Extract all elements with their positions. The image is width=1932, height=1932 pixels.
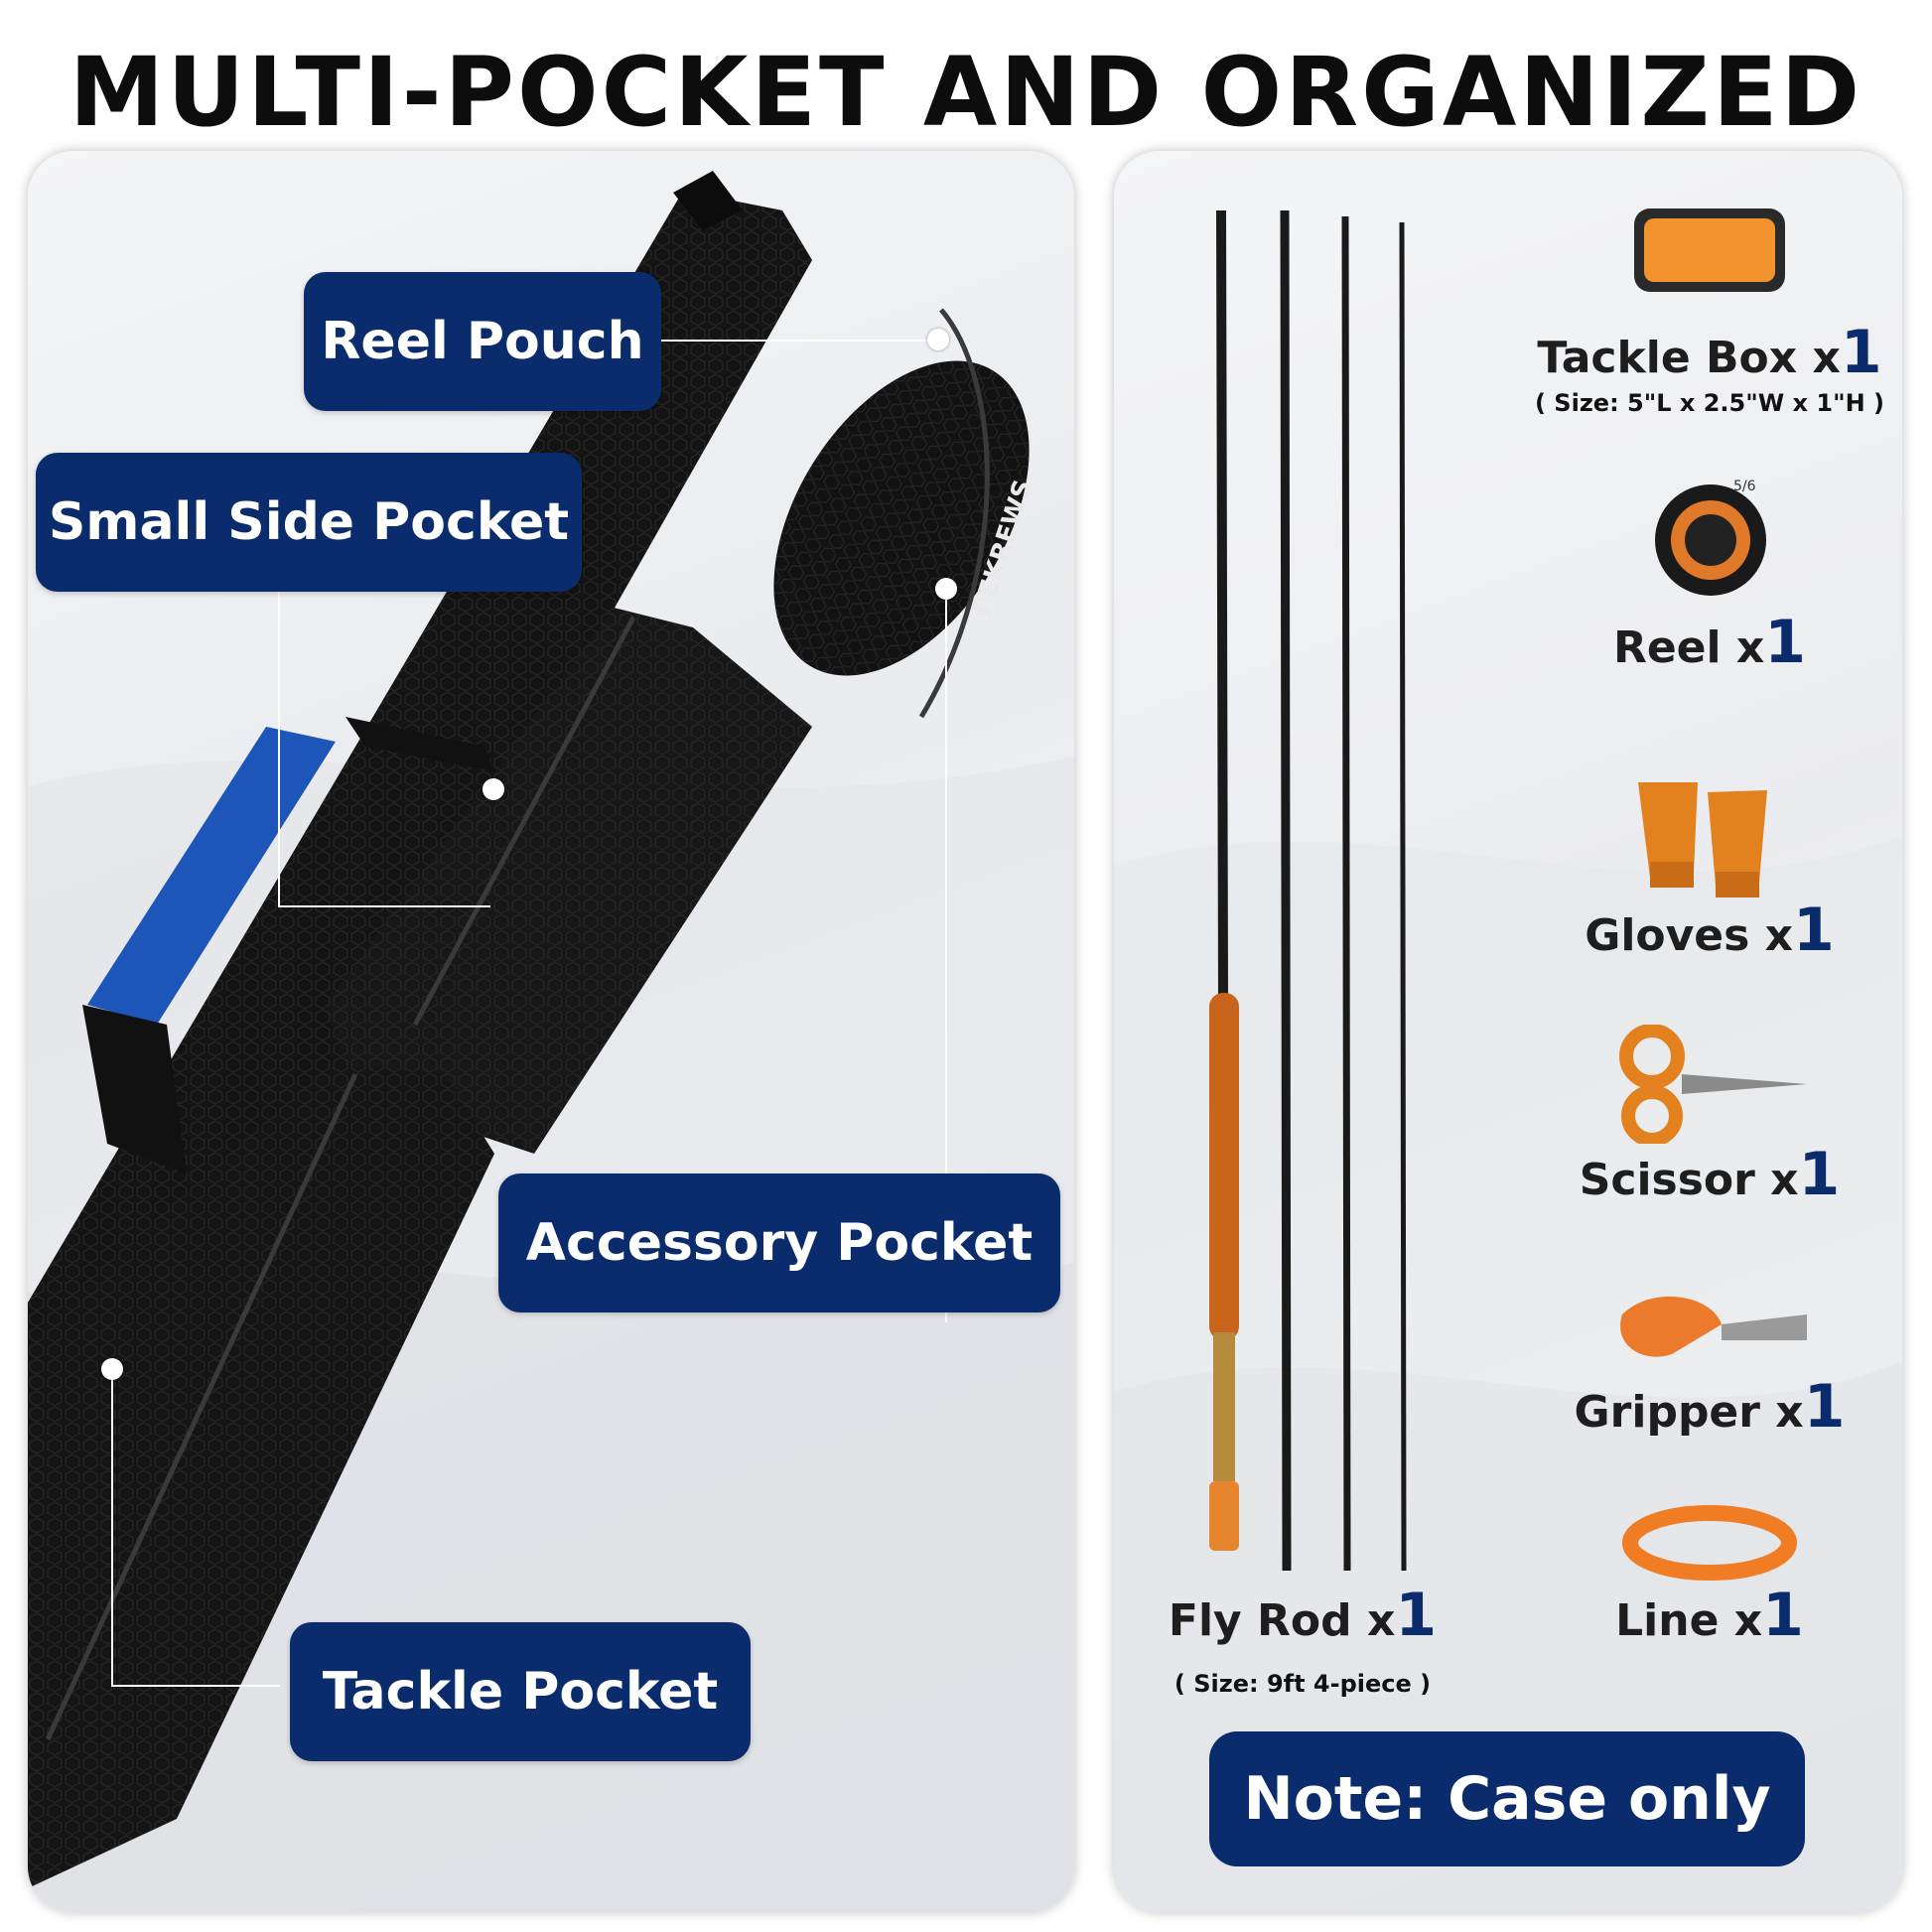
leader-tackle-h	[111, 1685, 280, 1687]
line-qty: 1	[1762, 1581, 1804, 1650]
callout-small-side-pocket: Small Side Pocket	[36, 453, 582, 592]
gripper-icon	[1620, 1296, 1807, 1357]
contents-panel: Fly Rod x1 ( Size: 9ft 4-piece ) Tackle …	[1114, 151, 1902, 1912]
leader-small-side-h	[278, 905, 490, 907]
gloves-qty: 1	[1793, 896, 1835, 965]
item-fly-rod: Fly Rod x1	[1154, 1581, 1451, 1650]
item-tackle-box: Tackle Box x1	[1521, 318, 1898, 387]
item-scissor: Scissor x1	[1531, 1140, 1888, 1209]
marker-small-side	[483, 778, 504, 800]
tackle-box-qty: 1	[1840, 318, 1882, 387]
fly-rod-icon	[1209, 209, 1407, 1572]
leader-small-side	[278, 580, 280, 907]
scissor-icon	[1619, 1025, 1807, 1144]
gloves-name: Gloves x	[1585, 910, 1794, 961]
fly-rod-qty: 1	[1395, 1581, 1438, 1650]
page-title: MULTI-POCKET AND ORGANIZED	[69, 37, 1863, 148]
callout-reel-pouch: Reel Pouch	[304, 272, 661, 411]
callout-accessory-pocket: Accessory Pocket	[498, 1173, 1060, 1312]
marker-reel-pouch	[927, 329, 949, 350]
marker-tackle	[101, 1358, 123, 1380]
reel-name: Reel x	[1612, 622, 1765, 673]
gripper-qty: 1	[1803, 1372, 1846, 1442]
leader-accessory	[945, 588, 947, 1322]
fly-rod-size: ( Size: 9ft 4-piece )	[1173, 1670, 1432, 1698]
item-gripper: Gripper x1	[1531, 1372, 1888, 1442]
item-line: Line x1	[1551, 1581, 1868, 1650]
gloves-icon	[1638, 782, 1767, 897]
callout-tackle-pocket: Tackle Pocket	[290, 1622, 751, 1761]
scissor-qty: 1	[1798, 1140, 1841, 1209]
tackle-box-name: Tackle Box x	[1537, 333, 1841, 383]
reel-qty: 1	[1764, 608, 1807, 677]
line-name: Line x	[1615, 1595, 1763, 1646]
note-case-only: Note: Case only	[1209, 1731, 1805, 1866]
item-reel: Reel x1	[1551, 608, 1868, 677]
reel-icon: 5/6	[1655, 479, 1766, 596]
fly-rod-name: Fly Rod x	[1168, 1595, 1396, 1646]
leader-tackle	[111, 1368, 113, 1686]
marker-accessory	[935, 578, 957, 600]
leader-reel-pouch	[659, 340, 937, 342]
gripper-name: Gripper x	[1574, 1387, 1804, 1438]
rod-case-illustration: PEKREWS	[28, 171, 1039, 1888]
line-spool-icon	[1622, 1505, 1797, 1581]
tackle-box-icon	[1634, 208, 1785, 292]
scissor-name: Scissor x	[1579, 1155, 1799, 1205]
item-gloves: Gloves x1	[1531, 896, 1888, 965]
case-panel: PEKREWS Reel Pouch Small Side Pocket Acc…	[28, 151, 1074, 1912]
tackle-box-size: ( Size: 5"L x 2.5"W x 1"H )	[1534, 389, 1885, 417]
reel-badge: 5/6	[1733, 479, 1756, 494]
